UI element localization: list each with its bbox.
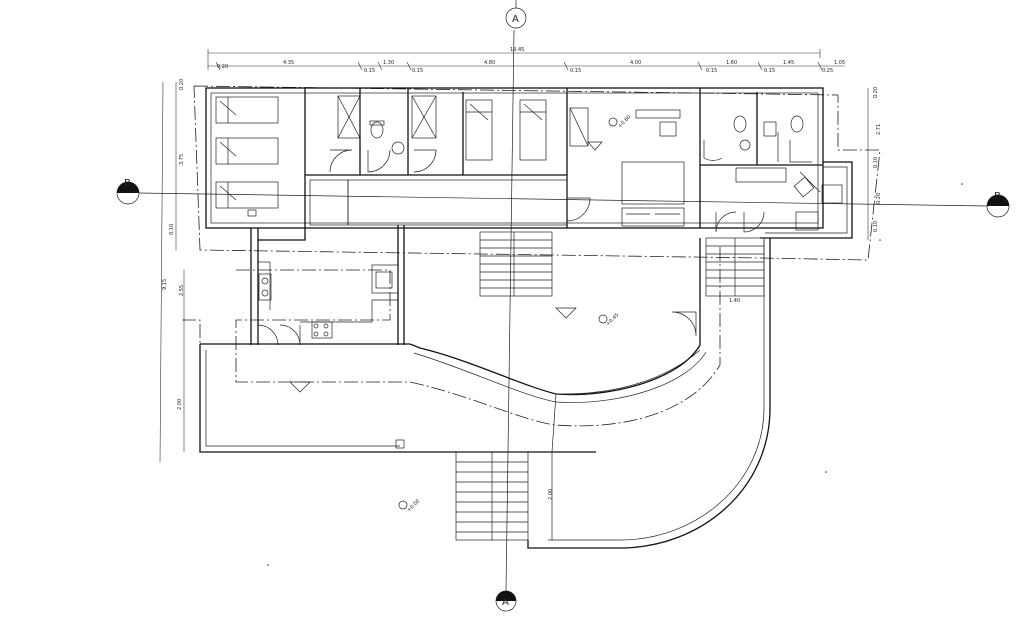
terrace-dash-curve: [409, 245, 721, 427]
section-marker-b-left: B: [116, 178, 140, 205]
bed-5: [519, 99, 547, 161]
section-label-a-top: A: [512, 14, 519, 25]
top-dimension-chain: 19.45 0.20 4.35 0.15 1.30 0.15 4.80 0.15…: [207, 47, 845, 74]
dim-left-4: 2.55: [179, 285, 185, 296]
terrace-dash-left: [182, 319, 201, 345]
dim-top-1: 0.20: [217, 64, 228, 70]
curved-terrace: [199, 238, 771, 549]
kitchen-block: [250, 225, 405, 346]
section-marker-a-top: A: [505, 0, 527, 29]
section-label-b-left: B: [124, 178, 131, 189]
bed-2: [215, 137, 279, 165]
bed-1: [215, 96, 279, 124]
dim-left-3: 0.10: [169, 224, 175, 235]
section-line-b: [138, 192, 988, 207]
bedroom-center: [465, 99, 603, 222]
section-marker-a-bottom: A: [495, 590, 517, 612]
dim-top-14: 1.05: [834, 60, 845, 66]
dim-right-5: 0.10: [873, 221, 879, 232]
dim-right-3: 0.10: [873, 157, 879, 168]
dim-top-7: 0.15: [570, 68, 581, 74]
master-bedroom: +0.60: [608, 109, 685, 227]
dim-top-12: 1.45: [783, 60, 794, 66]
section-marker-b-right: B: [986, 191, 1010, 218]
level-tag-terrace: +0.45: [605, 312, 620, 327]
dim-left-1: 0.20: [179, 79, 185, 90]
central-stair: +0.45: [479, 231, 620, 327]
bedroom-left: [215, 96, 279, 217]
upper-block-walls: [205, 87, 853, 239]
left-dimension-chain: 0.10 3.75 0.20 9.15 2.55 2.00: [159, 79, 185, 463]
right-bathrooms: [703, 115, 812, 163]
level-tag-bedroom: +0.60: [617, 114, 632, 129]
dim-top-4: 1.30: [383, 60, 394, 66]
dim-right-4: 0.20: [876, 193, 882, 204]
section-label-a-bottom: A: [502, 597, 509, 608]
right-stair: 1.40: [671, 237, 765, 337]
front-stair-label: 2.00: [548, 489, 554, 500]
right-dimension-chain: 0.20 2.71 0.10 0.20 0.10: [867, 87, 882, 240]
wardrobes-center: [329, 95, 437, 173]
dim-top-8: 4.00: [630, 60, 641, 66]
dim-right-2: 2.71: [876, 124, 882, 135]
level-tag-ground: +0.00: [406, 498, 421, 513]
roof-outline-lower: [235, 269, 410, 383]
dim-top-6: 4.80: [484, 60, 495, 66]
dim-top-10: 1.60: [726, 60, 737, 66]
dim-overall: 19.45: [510, 47, 524, 53]
section-line-a: [505, 29, 515, 592]
site-dots: [267, 183, 963, 566]
bed-4: [465, 99, 493, 161]
front-stair: 2.00 +0.00: [398, 451, 554, 541]
dim-top-11: 0.15: [764, 68, 775, 74]
roof-outline-upper: [193, 85, 881, 261]
entry-hall-right: [715, 167, 843, 233]
dim-top-5: 0.15: [412, 68, 423, 74]
dim-left-overall: 9.15: [162, 279, 168, 290]
dim-left-2: 3.75: [179, 154, 185, 165]
dim-left-5: 2.00: [177, 399, 183, 410]
dim-right-1: 0.20: [873, 87, 879, 98]
stair-width-label: 1.40: [729, 298, 740, 304]
dim-top-3: 0.15: [364, 68, 375, 74]
bed-3: [215, 181, 279, 209]
section-label-b-right: B: [994, 191, 1001, 202]
dim-top-2: 4.35: [283, 60, 294, 66]
dim-top-9: 0.15: [706, 68, 717, 74]
dim-top-13: 0.25: [822, 68, 833, 74]
